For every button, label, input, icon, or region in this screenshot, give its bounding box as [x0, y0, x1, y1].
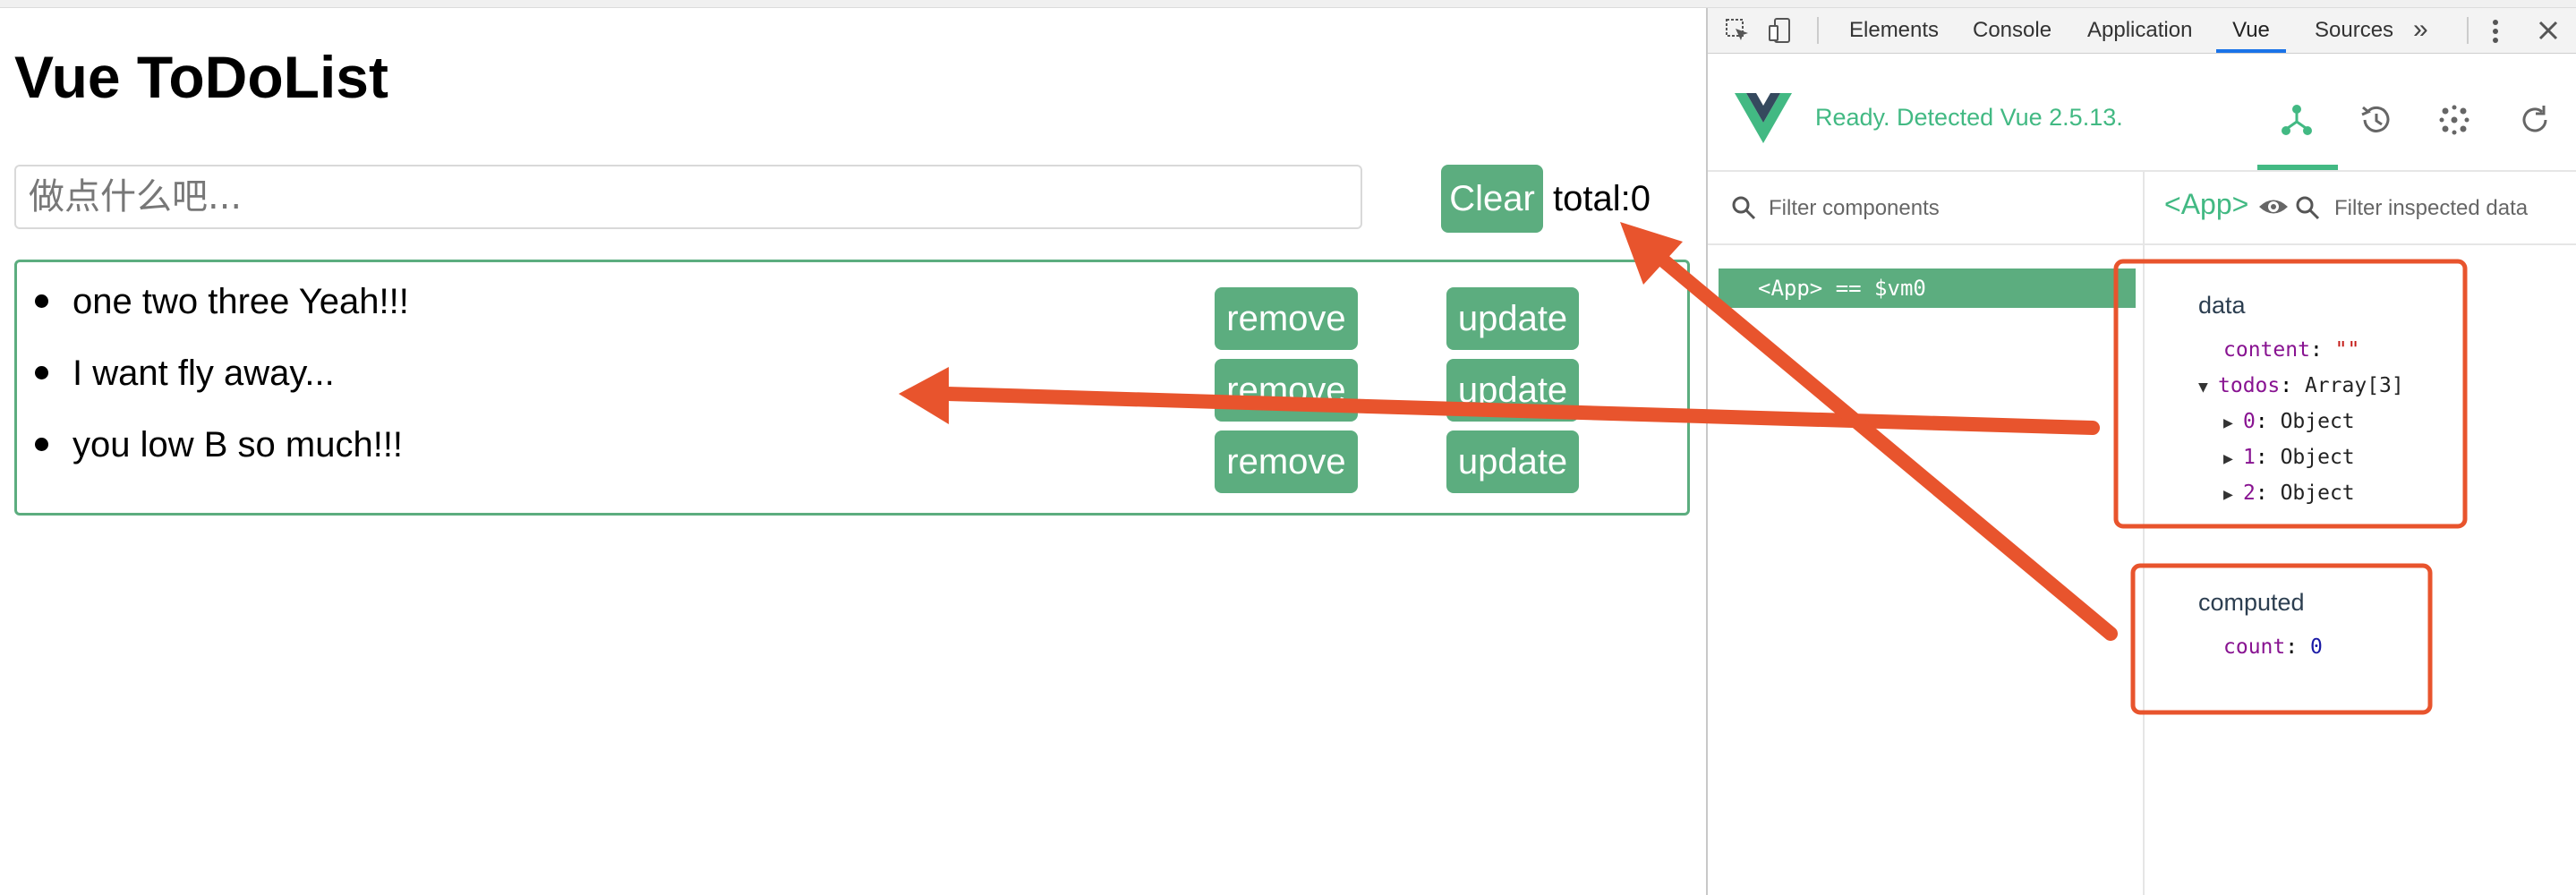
- close-icon[interactable]: [2535, 17, 2562, 44]
- vue-devtools-header: Ready. Detected Vue 2.5.13.: [1708, 54, 2576, 172]
- collapsed-triangle-icon: ▶: [2223, 413, 2233, 432]
- data-prop-todos[interactable]: ▼todos: Array[3]: [2198, 372, 2404, 401]
- component-filter-row: [1708, 172, 2143, 245]
- remove-button[interactable]: remove: [1215, 287, 1358, 350]
- data-prop-todo-item[interactable]: ▶2: Object: [2223, 480, 2355, 508]
- active-tab-indicator: [2257, 165, 2338, 170]
- data-filter-row: <App>: [2145, 172, 2576, 245]
- prop-key: count: [2223, 635, 2286, 659]
- data-prop-todo-item[interactable]: ▶0: Object: [2223, 408, 2355, 437]
- update-button[interactable]: update: [1446, 359, 1579, 422]
- component-tree-root[interactable]: <App> == $vm0: [1719, 268, 2136, 308]
- prop-key: 2: [2243, 482, 2256, 505]
- list-item: one two three Yeah!!! remove update: [17, 271, 1687, 350]
- kebab-menu-icon[interactable]: [2492, 19, 2499, 44]
- collapsed-triangle-icon: ▶: [2223, 449, 2233, 468]
- tab-elements[interactable]: Elements: [1849, 18, 1940, 42]
- search-icon: [2296, 196, 2320, 220]
- inspected-component-tag: <App>: [2164, 188, 2249, 220]
- bullet-icon: [35, 294, 48, 308]
- list-item: I want fly away... remove update: [17, 343, 1687, 422]
- todo-text: one two three Yeah!!!: [73, 282, 409, 321]
- remove-button[interactable]: remove: [1215, 359, 1358, 422]
- components-pane: <App> == $vm0: [1708, 172, 2145, 895]
- clear-button[interactable]: Clear: [1441, 165, 1543, 233]
- prop-key: todos: [2218, 374, 2281, 397]
- prop-value: Object: [2280, 482, 2355, 505]
- todo-input[interactable]: [14, 165, 1362, 229]
- vue-status-text: Ready. Detected Vue 2.5.13.: [1815, 104, 2123, 131]
- prop-value: Object: [2280, 446, 2355, 469]
- prop-value: "": [2334, 338, 2360, 362]
- tab-sources[interactable]: Sources: [2315, 18, 2394, 42]
- todo-text: I want fly away...: [73, 354, 335, 393]
- vuex-icon[interactable]: [2436, 102, 2472, 138]
- collapsed-triangle-icon: ▶: [2223, 485, 2233, 504]
- devtools-panel: Elements Console Application Vue Sources…: [1706, 8, 2576, 895]
- tree-node-label: <App> == $vm0: [1758, 276, 1926, 301]
- vue-logo-icon: [1735, 93, 1792, 143]
- data-prop-todo-item[interactable]: ▶1: Object: [2223, 444, 2355, 473]
- prop-value: 0: [2309, 635, 2323, 659]
- inspector-pane: <App> data content: "" ▼todos: Array[3] …: [2145, 172, 2576, 895]
- tab-console[interactable]: Console: [1973, 18, 2052, 42]
- inspect-element-icon[interactable]: [1724, 17, 1751, 44]
- components-tab-icon[interactable]: [2279, 102, 2315, 138]
- device-toolbar-icon[interactable]: [1767, 17, 1794, 44]
- list-item: you low B so much!!! remove update: [17, 414, 1687, 493]
- computed-section-title: computed: [2198, 589, 2305, 616]
- toolbar-separator: [1817, 17, 1819, 44]
- bullet-icon: [35, 438, 48, 451]
- todo-text: you low B so much!!!: [73, 425, 404, 465]
- prop-key: content: [2223, 338, 2310, 362]
- expanded-triangle-icon: ▼: [2198, 378, 2208, 396]
- more-tabs-icon[interactable]: »: [2413, 14, 2428, 44]
- browser-top-edge: [0, 0, 2576, 8]
- tab-application[interactable]: Application: [2087, 18, 2193, 42]
- remove-button[interactable]: remove: [1215, 430, 1358, 493]
- page-title: Vue ToDoList: [14, 44, 388, 110]
- bullet-icon: [35, 366, 48, 379]
- computed-prop-count: count: 0: [2223, 635, 2323, 659]
- devtools-toolbar: Elements Console Application Vue Sources…: [1708, 8, 2576, 54]
- tab-vue[interactable]: Vue: [2216, 8, 2286, 53]
- component-filter-input[interactable]: [1767, 190, 2128, 227]
- prop-key: 0: [2243, 410, 2256, 433]
- todo-list: one two three Yeah!!! remove update I wa…: [14, 260, 1690, 516]
- total-counter: total:0: [1553, 181, 1651, 217]
- data-prop-content: content: "": [2223, 338, 2360, 362]
- prop-key: 1: [2243, 446, 2256, 469]
- data-filter-input[interactable]: [2333, 190, 2576, 227]
- search-icon: [1732, 196, 1756, 220]
- update-button[interactable]: update: [1446, 287, 1579, 350]
- update-button[interactable]: update: [1446, 430, 1579, 493]
- history-icon[interactable]: [2358, 102, 2393, 138]
- todo-app: Vue ToDoList Clear total:0 one two three…: [0, 8, 1706, 895]
- toolbar-separator: [2467, 17, 2469, 44]
- total-label: total:: [1553, 179, 1631, 218]
- refresh-icon[interactable]: [2517, 102, 2553, 138]
- prop-value: Array[3]: [2304, 374, 2404, 397]
- total-count: 0: [1630, 179, 1651, 218]
- data-section-title: data: [2198, 292, 2246, 319]
- prop-value: Object: [2280, 410, 2355, 433]
- eye-icon[interactable]: [2257, 193, 2290, 220]
